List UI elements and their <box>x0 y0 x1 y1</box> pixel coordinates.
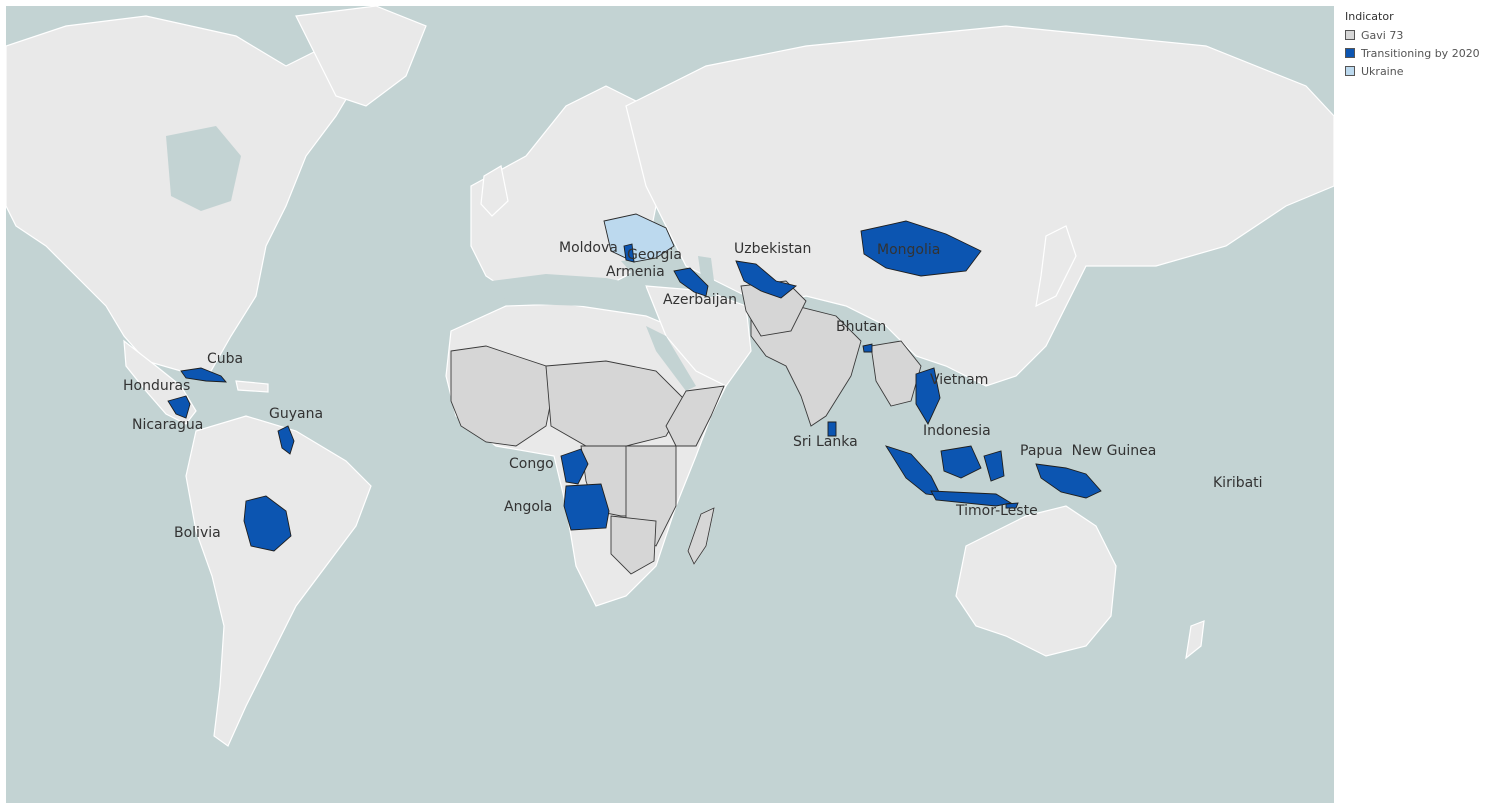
indonesia-sulawesi-shape[interactable] <box>983 450 1005 482</box>
georgia-armenia-azerbaijan-shape[interactable] <box>673 267 709 297</box>
indonesia-borneo-shape[interactable] <box>940 445 982 479</box>
congo-shape[interactable] <box>560 448 589 485</box>
red-sea <box>646 326 696 391</box>
label-kiribati: Kiribati <box>1213 475 1263 491</box>
uzbekistan-shape[interactable] <box>735 260 797 299</box>
legend-label-transitioning: Transitioning by 2020 <box>1361 46 1480 60</box>
label-angola: Angola <box>504 499 552 515</box>
label-honduras: Honduras <box>123 378 190 394</box>
southern-africa[interactable] <box>610 515 657 575</box>
label-azerbaijan: Azerbaijan <box>663 292 737 308</box>
world-map[interactable]: Cuba Honduras Nicaragua Guyana Bolivia C… <box>6 6 1334 803</box>
indonesia-java-shape[interactable] <box>930 490 1013 507</box>
vietnam-shape[interactable] <box>915 367 941 425</box>
hudson-bay <box>166 126 241 211</box>
label-congo: Congo <box>509 456 554 472</box>
land-japan <box>1035 225 1077 308</box>
timor-leste-shape[interactable] <box>1005 502 1019 509</box>
legend-swatch-ukraine <box>1345 66 1355 76</box>
transitioning-countries <box>167 220 1102 552</box>
label-armenia: Armenia <box>606 264 665 280</box>
legend-title: Indicator <box>1345 10 1394 23</box>
ukraine-shape[interactable] <box>603 213 675 263</box>
afghanistan-pakistan[interactable] <box>740 280 807 337</box>
label-nicaragua: Nicaragua <box>132 417 203 433</box>
gavi-73-countries <box>450 280 922 575</box>
legend-item-gavi-73[interactable]: Gavi 73 <box>1345 26 1485 44</box>
guyana-shape[interactable] <box>277 425 295 455</box>
indonesia-sumatra-shape[interactable] <box>884 445 942 497</box>
label-guyana: Guyana <box>269 406 323 422</box>
label-bolivia: Bolivia <box>174 525 221 541</box>
madagascar[interactable] <box>687 507 715 565</box>
label-moldova: Moldova <box>559 240 618 256</box>
myanmar-region[interactable] <box>870 340 922 407</box>
honduras-nicaragua-shape[interactable] <box>167 395 191 419</box>
land-new-zealand <box>1185 620 1205 660</box>
label-indonesia: Indonesia <box>923 423 991 439</box>
label-cuba: Cuba <box>207 351 243 367</box>
label-vietnam: Vietnam <box>930 372 988 388</box>
sahel[interactable] <box>545 360 687 447</box>
angola-shape[interactable] <box>563 483 610 531</box>
land-uk <box>480 165 509 217</box>
map-canvas: Cuba Honduras Nicaragua Guyana Bolivia C… <box>6 6 1334 747</box>
label-bhutan: Bhutan <box>836 319 886 335</box>
legend-item-ukraine[interactable]: Ukraine <box>1345 62 1485 80</box>
country-labels: Cuba Honduras Nicaragua Guyana Bolivia C… <box>123 240 1263 541</box>
west-africa[interactable] <box>450 345 552 447</box>
legend-swatch-transitioning <box>1345 48 1355 58</box>
legend-label-ukraine: Ukraine <box>1361 64 1404 78</box>
label-georgia: Georgia <box>627 247 682 263</box>
label-uzbekistan: Uzbekistan <box>734 241 811 257</box>
legend-item-transitioning[interactable]: Transitioning by 2020 <box>1345 44 1485 62</box>
land-south-america <box>185 415 372 747</box>
land-caribbean <box>235 380 269 393</box>
papua-new-guinea-shape[interactable] <box>1035 463 1102 499</box>
mediterranean <box>491 274 646 306</box>
land-australia <box>955 505 1117 657</box>
sri-lanka-shape[interactable] <box>827 421 837 437</box>
legend-label-gavi-73: Gavi 73 <box>1361 28 1404 42</box>
mongolia-shape[interactable] <box>860 220 982 277</box>
label-sri-lanka: Sri Lanka <box>793 434 858 450</box>
label-mongolia: Mongolia <box>877 242 940 258</box>
cuba-shape[interactable] <box>180 367 228 383</box>
black-sea <box>621 258 666 278</box>
south-asia[interactable] <box>750 305 862 427</box>
moldova-shape[interactable] <box>623 243 635 263</box>
horn-of-africa[interactable] <box>665 385 725 447</box>
bhutan-shape[interactable] <box>862 343 873 353</box>
legend: Indicator Gavi 73 Transitioning by 2020 … <box>1345 10 1485 80</box>
land-greenland <box>295 6 427 107</box>
legend-swatch-gavi-73 <box>1345 30 1355 40</box>
label-timor-leste: Timor-Leste <box>955 503 1038 519</box>
label-papua-new-guinea: Papua New Guinea <box>1020 443 1156 459</box>
bolivia-shape[interactable] <box>243 495 292 552</box>
